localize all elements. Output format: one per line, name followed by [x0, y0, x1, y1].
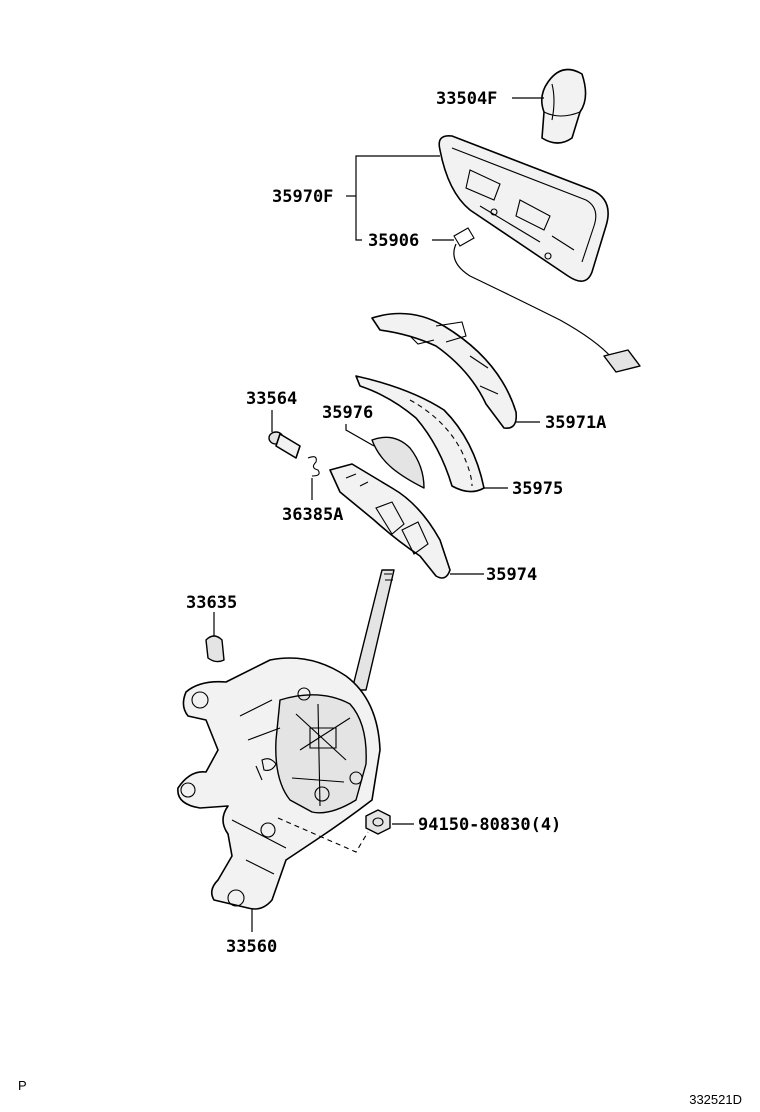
leader-35976	[345, 424, 375, 447]
clip	[205, 635, 225, 663]
pin-bush	[268, 431, 301, 459]
label-33564: 33564	[246, 389, 297, 409]
nut-position-dashed-line	[277, 817, 369, 853]
lever-cover	[438, 134, 609, 282]
label-35975: 35975	[512, 479, 563, 499]
label-33635: 33635	[186, 593, 237, 613]
label-35976: 35976	[322, 403, 373, 423]
indicator-wire	[453, 227, 641, 373]
indicator-housing	[371, 312, 518, 429]
shift-lever-assembly	[177, 569, 395, 910]
light-diffuser	[371, 436, 425, 489]
label-33504F: 33504F	[436, 89, 497, 109]
label-36385A: 36385A	[282, 505, 343, 525]
label-35970F: 35970F	[272, 187, 333, 207]
spring	[307, 456, 320, 477]
label-33560: 33560	[226, 937, 277, 957]
corner-code-left: P	[18, 1078, 27, 1093]
bracket-35970F	[355, 155, 440, 241]
shift-knob	[540, 68, 587, 144]
indicator-slider	[329, 463, 451, 579]
indicator-plate	[355, 375, 485, 493]
nut	[365, 809, 391, 835]
diagram-reference-code: 332521D	[689, 1092, 742, 1107]
label-35906: 35906	[368, 231, 419, 251]
label-35974: 35974	[486, 565, 537, 585]
label-35971A: 35971A	[545, 413, 606, 433]
label-94150-80830: 94150-80830(4)	[418, 815, 561, 835]
